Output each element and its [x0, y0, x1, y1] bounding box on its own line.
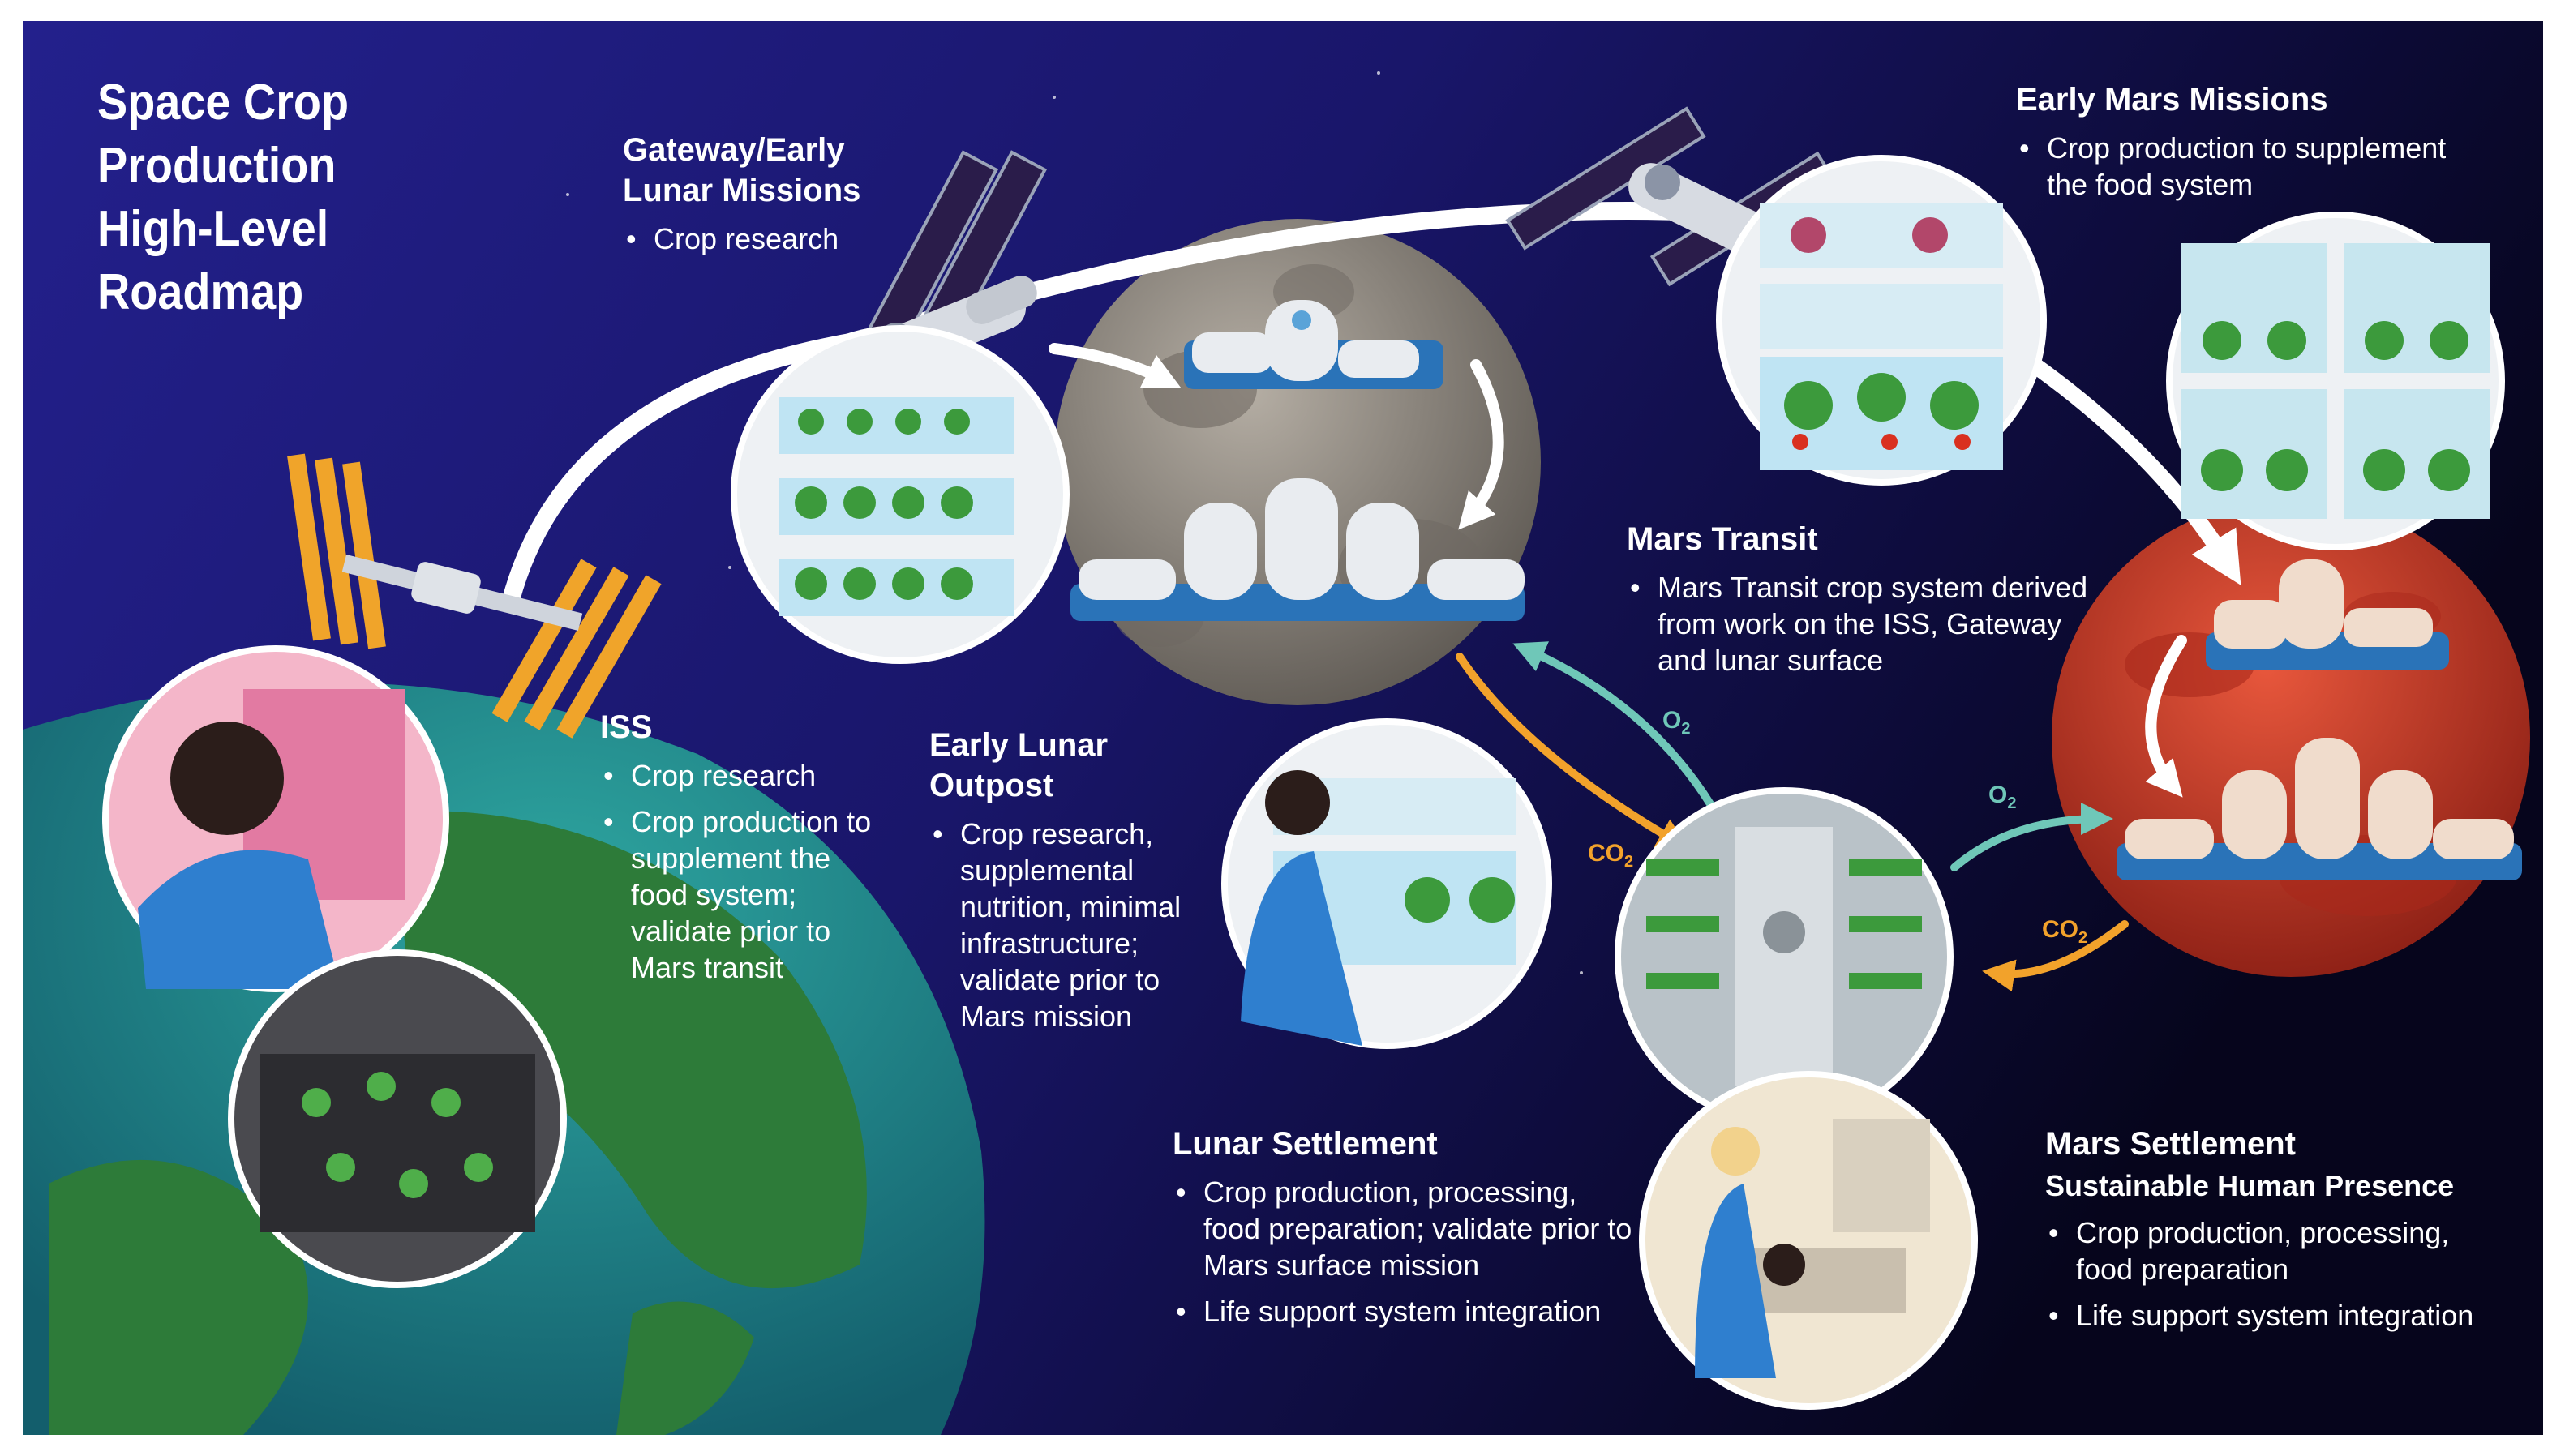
o2-label-subscript: 2	[1681, 720, 1691, 738]
lunar-early-habitat	[1184, 300, 1443, 389]
mars-transit-section: Mars Transit Mars Transit crop system de…	[1627, 519, 2097, 688]
gateway-title-line: Gateway/Early	[623, 132, 845, 168]
co2-label-subscript: 2	[2078, 929, 2088, 947]
mars-settlement-habitat	[2117, 738, 2522, 880]
gateway-plant-rack-vignette	[731, 325, 1070, 664]
page-title: Space Crop Production High-Level Roadmap	[97, 71, 404, 324]
page-title-line: Roadmap	[97, 264, 304, 320]
lunar-settlement-title: Lunar Settlement	[1173, 1126, 1438, 1162]
early-lunar-section: Early Lunar Outpost Crop research, suppl…	[929, 725, 1221, 1044]
early-mars-bullets: Crop production to supplement the food s…	[2016, 130, 2486, 203]
o2-label-base: O	[1662, 707, 1682, 734]
o2-label-base: O	[1988, 782, 2008, 808]
iss-astronaut-vignette	[102, 645, 449, 992]
gateway-bullet: Crop research	[623, 221, 947, 257]
mars-early-habitat	[2206, 559, 2449, 670]
iss-bullet: Crop research	[600, 757, 876, 794]
o2-label-subscript: 2	[2007, 794, 2017, 812]
early-mars-title: Early Mars Missions	[2016, 82, 2328, 118]
lunar-settlement-bullet: Life support system integration	[1173, 1293, 1635, 1330]
mars-transit-bullet: Mars Transit crop system derived from wo…	[1627, 569, 2097, 679]
lunar-settlement-section: Lunar Settlement Crop production, proces…	[1173, 1124, 1635, 1339]
page-title-line: High-Level	[97, 201, 329, 257]
iss-section: ISS Crop research Crop production to sup…	[600, 707, 876, 996]
page-title-line: Production	[97, 138, 337, 194]
lunar-greenhouse-vignette	[1615, 787, 1954, 1126]
mars-settlement-bullet: Life support system integration	[2045, 1297, 2499, 1334]
iss-bullet: Crop production to supplement the food s…	[600, 803, 876, 986]
early-mars-section: Early Mars Missions Crop production to s…	[2016, 79, 2486, 212]
lunar-settlement-bullets: Crop production, processing, food prepar…	[1173, 1174, 1635, 1330]
gas-exchange-arrows	[1456, 641, 2129, 992]
gateway-title-line: Lunar Missions	[623, 173, 861, 208]
mars-settlement-bullets: Crop production, processing, food prepar…	[2045, 1214, 2499, 1334]
o2-label-lunar: O2	[1662, 707, 1690, 739]
early-lunar-title-line: Early Lunar	[929, 727, 1109, 763]
mars-transit-bullets: Mars Transit crop system derived from wo…	[1627, 569, 2097, 679]
mars-settlement-bullet: Crop production, processing, food prepar…	[2045, 1214, 2499, 1287]
lunar-settlement-bullet: Crop production, processing, food prepar…	[1173, 1174, 1635, 1283]
page-title-line: Space Crop	[97, 75, 350, 131]
mars-settlement-title: Mars Settlement	[2045, 1126, 2296, 1162]
co2-label-base: CO	[2042, 916, 2078, 943]
mars-settlement-subtitle: Sustainable Human Presence	[2045, 1169, 2455, 1202]
o2-label-mars: O2	[1988, 782, 2016, 813]
co2-label-subscript: 2	[1624, 853, 1634, 871]
early-mars-bullet: Crop production to supplement the food s…	[2016, 130, 2486, 203]
mars-settlement-section: Mars Settlement Sustainable Human Presen…	[2045, 1124, 2499, 1343]
iss-plant-tray-vignette	[228, 949, 567, 1288]
gateway-bullets: Crop research	[623, 221, 947, 257]
co2-label-mars: CO2	[2042, 916, 2087, 948]
co2-label-lunar: CO2	[1588, 840, 1633, 871]
moon-planet	[1054, 219, 1541, 705]
early-lunar-bullets: Crop research, supplemental nutrition, m…	[929, 816, 1221, 1034]
early-lunar-bullet: Crop research, supplemental nutrition, m…	[929, 816, 1221, 1034]
iss-bullets: Crop research Crop production to supplem…	[600, 757, 876, 986]
mars-transit-plant-vignette	[1716, 155, 2047, 486]
early-mars-plant-vignette	[2166, 212, 2505, 550]
co2-label-base: CO	[1588, 840, 1624, 867]
lunar-outpost-astronaut-vignette	[1221, 718, 1552, 1049]
early-lunar-title-line: Outpost	[929, 768, 1054, 803]
food-preparation-vignette	[1639, 1071, 1978, 1410]
gateway-section: Gateway/Early Lunar Missions Crop resear…	[623, 130, 947, 267]
iss-title: ISS	[600, 709, 653, 745]
mars-transit-title: Mars Transit	[1627, 521, 1818, 557]
iss-station	[287, 453, 662, 739]
lunar-settlement-habitat	[1070, 478, 1525, 621]
